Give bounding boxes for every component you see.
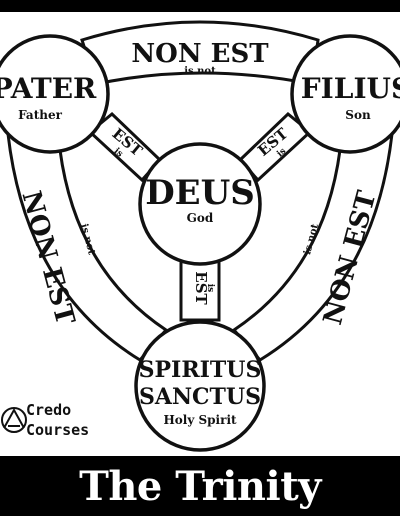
father-circle [0, 34, 110, 154]
god-latin-label: DEUS [145, 173, 255, 213]
top-band-latin: NON EST [131, 39, 269, 69]
god-spirit-english: is [205, 284, 215, 293]
credo-courses-logo: Credo Courses [2, 398, 114, 446]
page-title: The Trinity [79, 462, 321, 510]
son-english-label: Son [345, 108, 371, 122]
spirit-latin-line2: SANCTUS [139, 384, 261, 410]
spirit-circle [134, 320, 266, 452]
logo-line1: Credo [26, 401, 72, 419]
credo-courses-logo-icon [1, 407, 27, 433]
god-english-label: God [187, 211, 214, 225]
god-spirit-latin: EST [192, 271, 210, 305]
father-latin-label: PATER [0, 72, 97, 105]
top-band-english: is not [184, 66, 216, 77]
spirit-latin-line1: SPIRITUS [139, 357, 262, 383]
father-english-label: Father [18, 108, 63, 122]
spirit-english-label: Holy Spirit [163, 413, 237, 427]
god-circle [138, 142, 262, 266]
logo-line2: Courses [26, 421, 90, 439]
son-circle [290, 34, 400, 154]
